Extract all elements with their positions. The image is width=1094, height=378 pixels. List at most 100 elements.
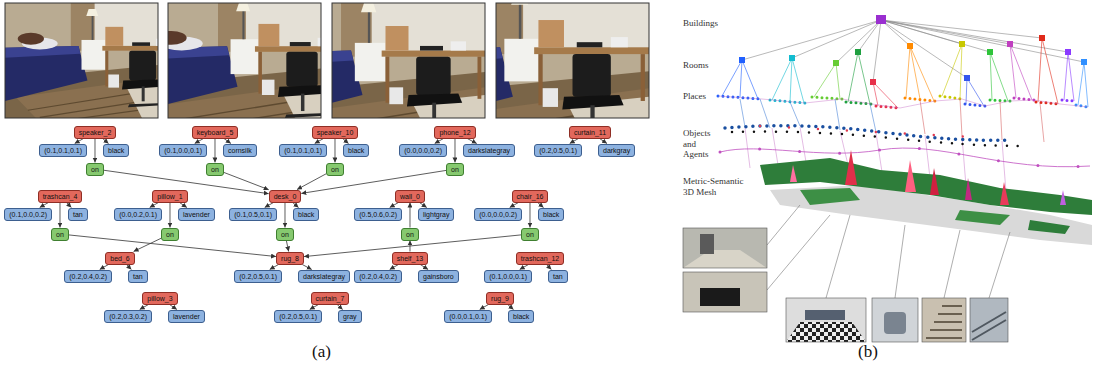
node-text: cornsilk: [228, 146, 252, 155]
node-text: black: [108, 146, 124, 155]
node-text: (0.2,0.5,0.1): [279, 312, 317, 321]
graph-arrow: [435, 139, 444, 144]
node-text: (0.1,0.0,0.1): [489, 272, 527, 281]
graph-arrow: [600, 139, 607, 144]
attribute-node: lightgray: [418, 208, 454, 221]
attribute-node: black: [293, 208, 319, 221]
node-text: black: [543, 210, 559, 219]
attribute-node: (0.1,0.1,0.1): [39, 144, 87, 157]
attribute-node: cornsilk: [223, 144, 257, 157]
node-text: pillow_3: [147, 294, 172, 303]
node-text: darkgray: [603, 146, 630, 155]
node-text: keyboard_5: [197, 128, 234, 137]
graph-arrow: [508, 305, 514, 310]
graph-arrow: [59, 203, 60, 228]
object-node: speaker_2: [74, 126, 117, 139]
attribute-node: (0.0,0.1,0.1): [444, 310, 492, 323]
object-node: trashcan_4: [38, 190, 83, 203]
graph-arrow: [334, 139, 335, 163]
object-node: speaker_10: [312, 126, 359, 139]
attribute-node: (0.2,0.3,0.2): [104, 310, 152, 323]
node-text: (0.0,0.0,0.2): [479, 210, 517, 219]
node-text: shelf_13: [397, 254, 423, 263]
attribute-node: tan: [548, 270, 568, 283]
object-node: curtain_7: [311, 292, 350, 305]
graph-arrow: [195, 139, 204, 144]
relation-node: on: [326, 163, 344, 176]
graph-arrow: [315, 139, 324, 144]
graph-arrow: [265, 203, 274, 208]
node-text: phone_12: [439, 128, 470, 137]
node-text: on: [56, 230, 64, 239]
attribute-node: tan: [68, 208, 88, 221]
graph-arrow: [170, 305, 177, 310]
graph-arrow: [140, 305, 149, 310]
node-text: curtain_7: [316, 294, 345, 303]
object-node: pillow_1: [152, 190, 187, 203]
graph-arrow: [419, 203, 426, 208]
node-text: (0.5,0.6,0.2): [359, 210, 397, 219]
attribute-node: (0.1,0.0,0.1): [484, 270, 532, 283]
graph-arrow: [180, 203, 187, 208]
node-text: (0.1,0.0,0.2): [9, 210, 47, 219]
graph-arrow: [546, 265, 551, 270]
relation-node: on: [86, 163, 104, 176]
attribute-node: darkslategray: [463, 144, 515, 157]
graph-arrow: [224, 172, 269, 189]
graph-arrow: [94, 139, 95, 163]
object-node: chair_16: [512, 190, 549, 203]
node-text: (0.0,0.0,0.2): [404, 146, 442, 155]
object-node: rug_9: [486, 292, 514, 305]
node-text: tan: [73, 210, 83, 219]
relation-node: on: [521, 228, 539, 241]
object-node: bed_6: [105, 252, 134, 265]
graph-arrow: [454, 139, 455, 163]
graph-arrow: [529, 203, 530, 228]
graph-arrow: [570, 139, 579, 144]
node-text: tan: [133, 272, 143, 281]
attribute-node: (0.0,0.0,0.2): [474, 208, 522, 221]
object-node: desk_0: [269, 190, 302, 203]
graph-arrow: [409, 203, 410, 228]
graph-arrow: [75, 139, 84, 144]
object-node: wall_0: [395, 190, 425, 203]
object-node: trashcan_12: [516, 252, 565, 265]
node-text: trashcan_12: [521, 254, 560, 263]
node-text: darkslategray: [303, 272, 345, 281]
node-text: bed_6: [110, 254, 129, 263]
object-node: phone_12: [434, 126, 475, 139]
graph-arrow: [134, 238, 162, 251]
relation-node: on: [446, 163, 464, 176]
node-text: (0.2,0.4,0.2): [359, 272, 397, 281]
node-text: (0.1,0.0,0.1): [164, 146, 202, 155]
layer-label: Objects and Agents: [683, 128, 721, 160]
attribute-node: (0.1,0.0,0.2): [4, 208, 52, 221]
relation-node: on: [276, 228, 294, 241]
attribute-node: (0.2,0.4,0.2): [64, 270, 112, 283]
node-text: speaker_10: [317, 128, 354, 137]
object-node: pillow_3: [142, 292, 177, 305]
attribute-node: black: [343, 144, 369, 157]
attribute-node: (0.0,0.2,0.1): [114, 208, 162, 221]
node-text: on: [451, 165, 459, 174]
graph-arrow: [150, 203, 159, 208]
node-text: wall_0: [400, 192, 420, 201]
attribute-node: lavender: [168, 310, 205, 323]
node-text: chair_16: [517, 192, 544, 201]
graph-arrow: [126, 265, 131, 270]
relation-node: on: [161, 228, 179, 241]
layer-label: Places: [683, 91, 743, 102]
attribute-node: gray: [338, 310, 362, 323]
attribute-node: (0.1,0.5,0.1): [229, 208, 277, 221]
panel-label: (b): [858, 342, 878, 362]
panel-label: (a): [312, 342, 331, 362]
node-text: tan: [553, 272, 563, 281]
node-text: black: [513, 312, 529, 321]
node-text: on: [211, 165, 219, 174]
relation-node: on: [401, 228, 419, 241]
attribute-node: black: [538, 208, 564, 221]
node-text: desk_0: [274, 192, 297, 201]
graph-arrow: [390, 203, 399, 208]
node-text: rug_8: [281, 254, 299, 263]
graph-arrow: [538, 203, 544, 208]
